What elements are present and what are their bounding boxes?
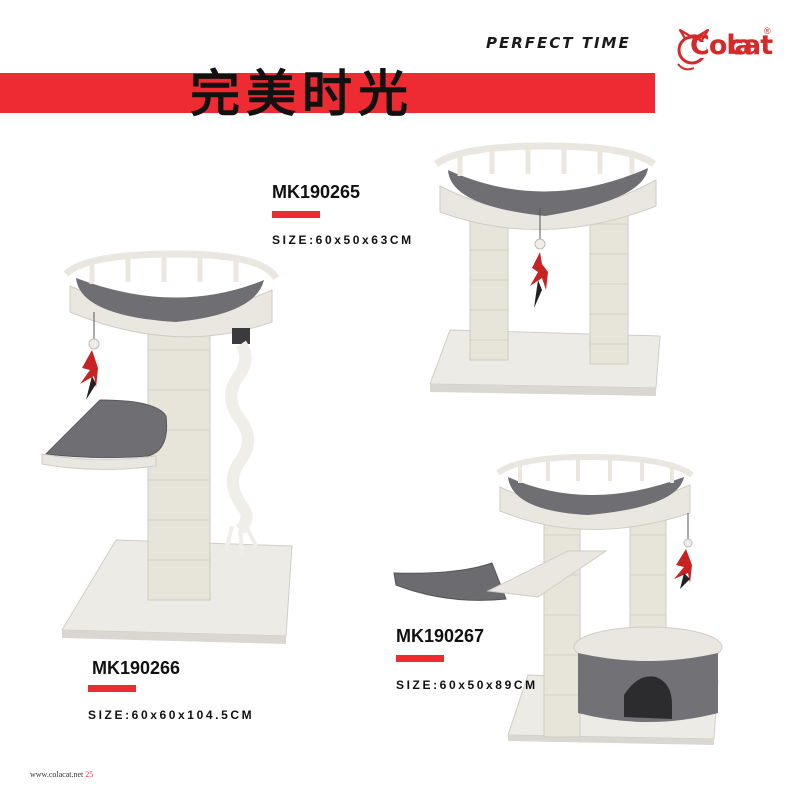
product-model-mk190267: MK190267 bbox=[396, 626, 485, 646]
brand-text-main: Cola bbox=[690, 30, 753, 61]
footer-url[interactable]: www.colacat.net bbox=[30, 770, 84, 779]
tagline: PERFECT TIME bbox=[486, 34, 631, 52]
page-title: 完美时光 bbox=[190, 65, 414, 123]
product-model-mk190266: MK190266 bbox=[92, 658, 181, 678]
product-size-mk190267: SIZE:60x50x89CM bbox=[396, 678, 538, 692]
product-image-mk190266 bbox=[41, 250, 293, 644]
product-model-mk190265: MK190265 bbox=[272, 182, 361, 202]
product-image-mk190267 bbox=[393, 453, 723, 745]
registered-mark: ® bbox=[764, 26, 771, 36]
brand-logo: Cola cat ® bbox=[664, 26, 774, 74]
product-size-mk190266: SIZE:60x60x104.5CM bbox=[88, 708, 255, 722]
product-image-mk190265 bbox=[429, 142, 661, 396]
model-underline bbox=[88, 685, 136, 692]
brand-text-tail: cat bbox=[728, 30, 773, 61]
model-underline bbox=[272, 211, 320, 218]
title-banner bbox=[0, 73, 655, 113]
product-size-mk190265: SIZE:60x50x63CM bbox=[272, 233, 414, 247]
cat-ear-logo-icon bbox=[677, 28, 710, 71]
page-number: 25 bbox=[85, 770, 94, 779]
model-underline bbox=[396, 655, 444, 662]
feather-toy-icon bbox=[530, 252, 548, 308]
